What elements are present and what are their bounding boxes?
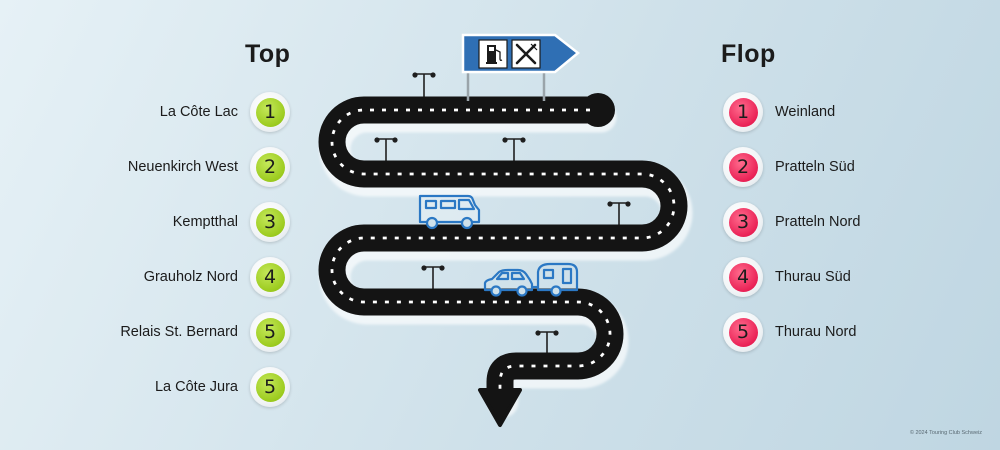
flop-item-4: 4 Thurau Süd	[723, 252, 983, 302]
fuel-pump-icon	[478, 39, 508, 69]
road-end-arrow	[478, 388, 522, 427]
top-item-label: Neuenkirch West	[127, 159, 238, 175]
rank-number: 3	[728, 207, 758, 237]
rank-number: 5	[255, 317, 285, 347]
top-item-label: Grauholz Nord	[143, 269, 238, 285]
rank-number: 5	[255, 372, 285, 402]
rank-number: 5	[728, 317, 758, 347]
rank-number: 3	[255, 207, 285, 237]
flop-item-2: 2 Pratteln Süd	[723, 142, 983, 192]
top-item-label: La Côte Lac	[159, 104, 238, 120]
rank-number: 2	[728, 152, 758, 182]
rank-badge: 5	[723, 312, 763, 352]
rank-badge: 1	[250, 92, 290, 132]
flop-item-5: 5 Thurau Nord	[723, 307, 983, 357]
rest-area-sign	[461, 33, 580, 101]
fork-knife-icon	[511, 39, 541, 69]
rank-badge: 5	[250, 367, 290, 407]
camper-van-icon	[418, 194, 481, 230]
top-item-1: La Côte Lac 1	[0, 87, 290, 137]
street-lamp-icon	[421, 265, 445, 294]
street-lamp-icons	[374, 72, 631, 359]
top-item-2: Neuenkirch West 2	[0, 142, 290, 192]
flop-item-3: 3 Pratteln Nord	[723, 197, 983, 247]
lane-markings	[330, 108, 676, 390]
rank-badge: 4	[723, 257, 763, 297]
flop-item-label: Thurau Nord	[775, 324, 857, 340]
top-item-4: Grauholz Nord 4	[0, 252, 290, 302]
top-item-label: La Côte Jura	[154, 379, 238, 395]
flop-heading: Flop	[721, 40, 776, 68]
rank-badge: 4	[250, 257, 290, 297]
rank-badge: 1	[723, 92, 763, 132]
flop-item-1: 1 Weinland	[723, 87, 983, 137]
top-item-label: Relais St. Bernard	[120, 324, 238, 340]
rank-badge: 5	[250, 312, 290, 352]
rank-number: 1	[728, 97, 758, 127]
copyright-notice: © 2024 Touring Club Schweiz	[909, 430, 982, 436]
top-item-6: La Côte Jura 5	[0, 362, 290, 412]
flop-item-label: Thurau Süd	[775, 269, 851, 285]
rank-number: 1	[255, 97, 285, 127]
flop-item-label: Weinland	[775, 104, 836, 120]
rank-number: 2	[255, 152, 285, 182]
rank-number: 4	[728, 262, 758, 292]
rank-number: 4	[255, 262, 285, 292]
top-item-label: Kemptthal	[172, 214, 238, 230]
top-heading: Top	[245, 40, 291, 68]
top-item-3: Kemptthal 3	[0, 197, 290, 247]
flop-item-label: Pratteln Süd	[775, 159, 855, 175]
flop-item-label: Pratteln Nord	[775, 214, 861, 230]
rank-badge: 3	[723, 202, 763, 242]
road-start-cap	[581, 93, 615, 127]
rank-badge: 2	[723, 147, 763, 187]
top-item-5: Relais St. Bernard 5	[0, 307, 290, 357]
car-with-caravan-icon	[483, 262, 579, 297]
rank-badge: 2	[250, 147, 290, 187]
rank-badge: 3	[250, 202, 290, 242]
street-lamp-icon	[607, 201, 631, 230]
